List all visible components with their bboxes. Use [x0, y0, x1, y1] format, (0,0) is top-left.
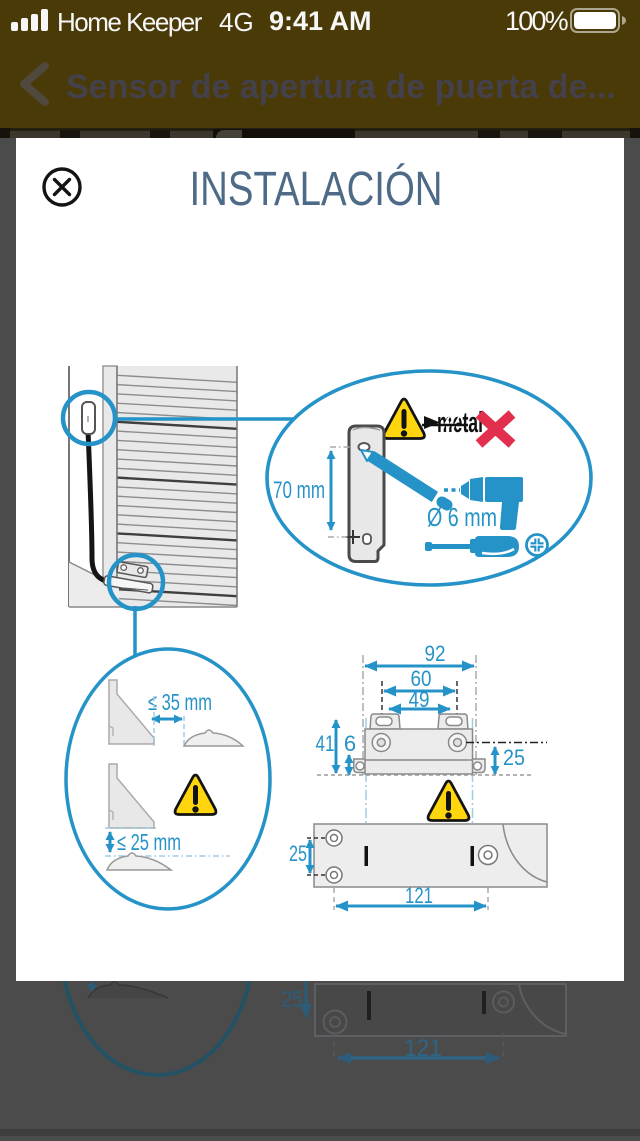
svg-text:60: 60 [411, 666, 432, 691]
svg-text:≤ 35 mm: ≤ 35 mm [148, 689, 212, 715]
svg-text:6: 6 [344, 731, 356, 756]
svg-text:25: 25 [503, 745, 525, 770]
svg-text:≤ 25 mm: ≤ 25 mm [117, 829, 181, 855]
svg-text:25: 25 [282, 986, 303, 1012]
svg-text:70 mm: 70 mm [273, 477, 325, 504]
svg-text:INSTALACIÓN: INSTALACIÓN [190, 162, 443, 216]
svg-text:Ø 6 mm: Ø 6 mm [427, 502, 497, 532]
svg-text:25: 25 [289, 841, 307, 866]
svg-text:41: 41 [316, 731, 335, 756]
svg-text:92: 92 [425, 641, 446, 666]
svg-text:121: 121 [405, 883, 433, 908]
svg-text:metal: metal [437, 407, 483, 439]
